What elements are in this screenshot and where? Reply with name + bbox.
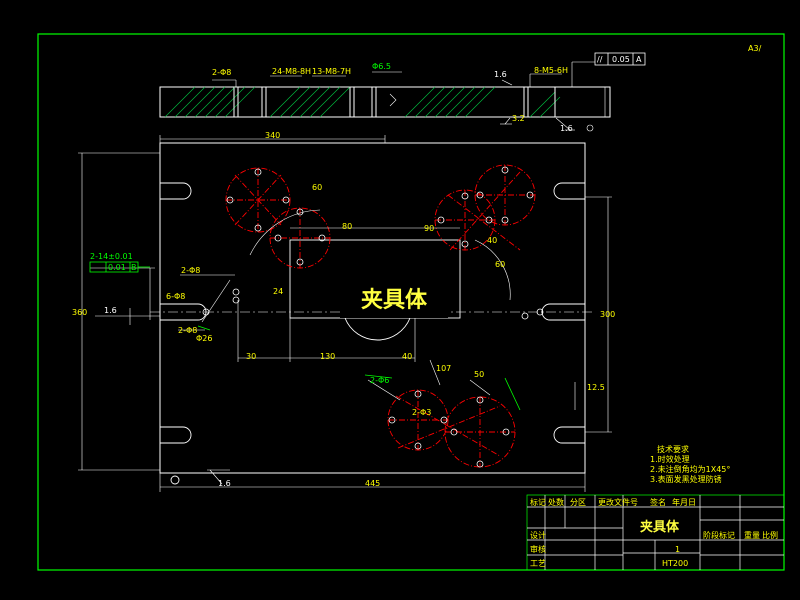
- title-block-qty: 1: [675, 545, 681, 554]
- dim-width-bottom: 445: [365, 479, 381, 488]
- top-label-3-2: 3.2: [512, 114, 525, 123]
- tb-right-2: 比例: [762, 531, 778, 540]
- tolerance-datum: A: [636, 55, 642, 64]
- title-block-material: HT200: [662, 559, 689, 568]
- drawing-border: [37, 33, 785, 571]
- left-label-1: 2-Φ8: [181, 266, 201, 275]
- note-3: 3.表面发黑处理防锈: [650, 475, 722, 484]
- tb-col-0: 处数: [548, 498, 564, 507]
- dim-40b: 40: [487, 236, 498, 245]
- tolerance-symbol: //: [597, 55, 603, 64]
- center-circles: [225, 164, 536, 468]
- left-label-roughness: 1.6: [104, 306, 117, 315]
- top-label-roughness-2: 1.6: [560, 124, 573, 133]
- top-label-2phi8: 2-Φ8: [212, 68, 232, 77]
- dim-130: 130: [320, 352, 336, 361]
- tolerance-callouts: [89, 261, 521, 411]
- dim-height-left: 360: [72, 308, 88, 317]
- dim-30: 30: [246, 352, 257, 361]
- left-label-4: Φ26: [196, 334, 213, 343]
- tb-col-4: 年月日: [672, 498, 696, 507]
- tol-datum-b: B: [131, 263, 137, 272]
- notes-heading: 技术要求: [657, 445, 689, 454]
- title-block: [526, 494, 785, 571]
- tb-col-1: 分区: [570, 498, 586, 507]
- left-label-2: 6-Φ8: [166, 292, 186, 301]
- corner-mark: A3/: [748, 44, 762, 53]
- tb-row-3: 工艺: [530, 559, 546, 568]
- tol-value-b: 0.01: [108, 263, 126, 272]
- top-label-13m8: 13-M8-7H: [312, 67, 352, 76]
- dim-50: 50: [474, 370, 485, 379]
- drawing-title: 夹具体: [340, 284, 448, 318]
- tb-row-1: 设计: [530, 531, 546, 540]
- top-label-8m5: 8-M5-6H: [534, 66, 568, 75]
- title-block-name: 夹具体: [640, 520, 680, 535]
- tb-col-2: 更改文件号: [598, 498, 638, 507]
- tb-col-3: 签名: [650, 498, 666, 507]
- dim-60b: 60: [495, 260, 506, 269]
- dimension-lines: [78, 135, 612, 492]
- tol-label-b: 2-14±0.01: [90, 252, 133, 261]
- tb-right-1: 重量: [744, 531, 760, 540]
- bottom-label-1: 2-Φ6: [370, 376, 390, 385]
- note-2: 2.未注倒角均为1X45°: [650, 465, 731, 474]
- dim-40: 40: [402, 352, 413, 361]
- note-1: 1.时效处理: [650, 455, 690, 464]
- tb-right-0: 阶段标记: [703, 531, 735, 540]
- small-holes: [202, 166, 544, 468]
- top-label-24m8: 24-M8-8H: [272, 67, 312, 76]
- dim-80: 80: [342, 222, 353, 231]
- dim-height-right: 300: [600, 310, 616, 319]
- main-view: [78, 135, 612, 492]
- tolerance-frame: [594, 52, 646, 66]
- top-label-phi6-5: Φ6.5: [372, 62, 392, 71]
- tolerance-value: 0.05: [612, 55, 630, 64]
- dim-24: 24: [273, 287, 284, 296]
- dim-60: 60: [312, 183, 323, 192]
- bottom-label-2: 2-Φ3: [412, 408, 432, 417]
- dim-width-top: 340: [265, 131, 281, 140]
- dim-107: 107: [436, 364, 452, 373]
- dim-90: 90: [424, 224, 435, 233]
- top-view: [159, 52, 646, 132]
- dim-12-5: 12.5: [587, 383, 605, 392]
- left-label-3: 2-Φ8: [178, 326, 198, 335]
- tb-row-0: 标记: [530, 498, 546, 507]
- top-label-roughness-1: 1.6: [494, 70, 507, 79]
- tb-row-2: 审核: [530, 545, 546, 554]
- bottom-roughness: 1.6: [218, 479, 231, 488]
